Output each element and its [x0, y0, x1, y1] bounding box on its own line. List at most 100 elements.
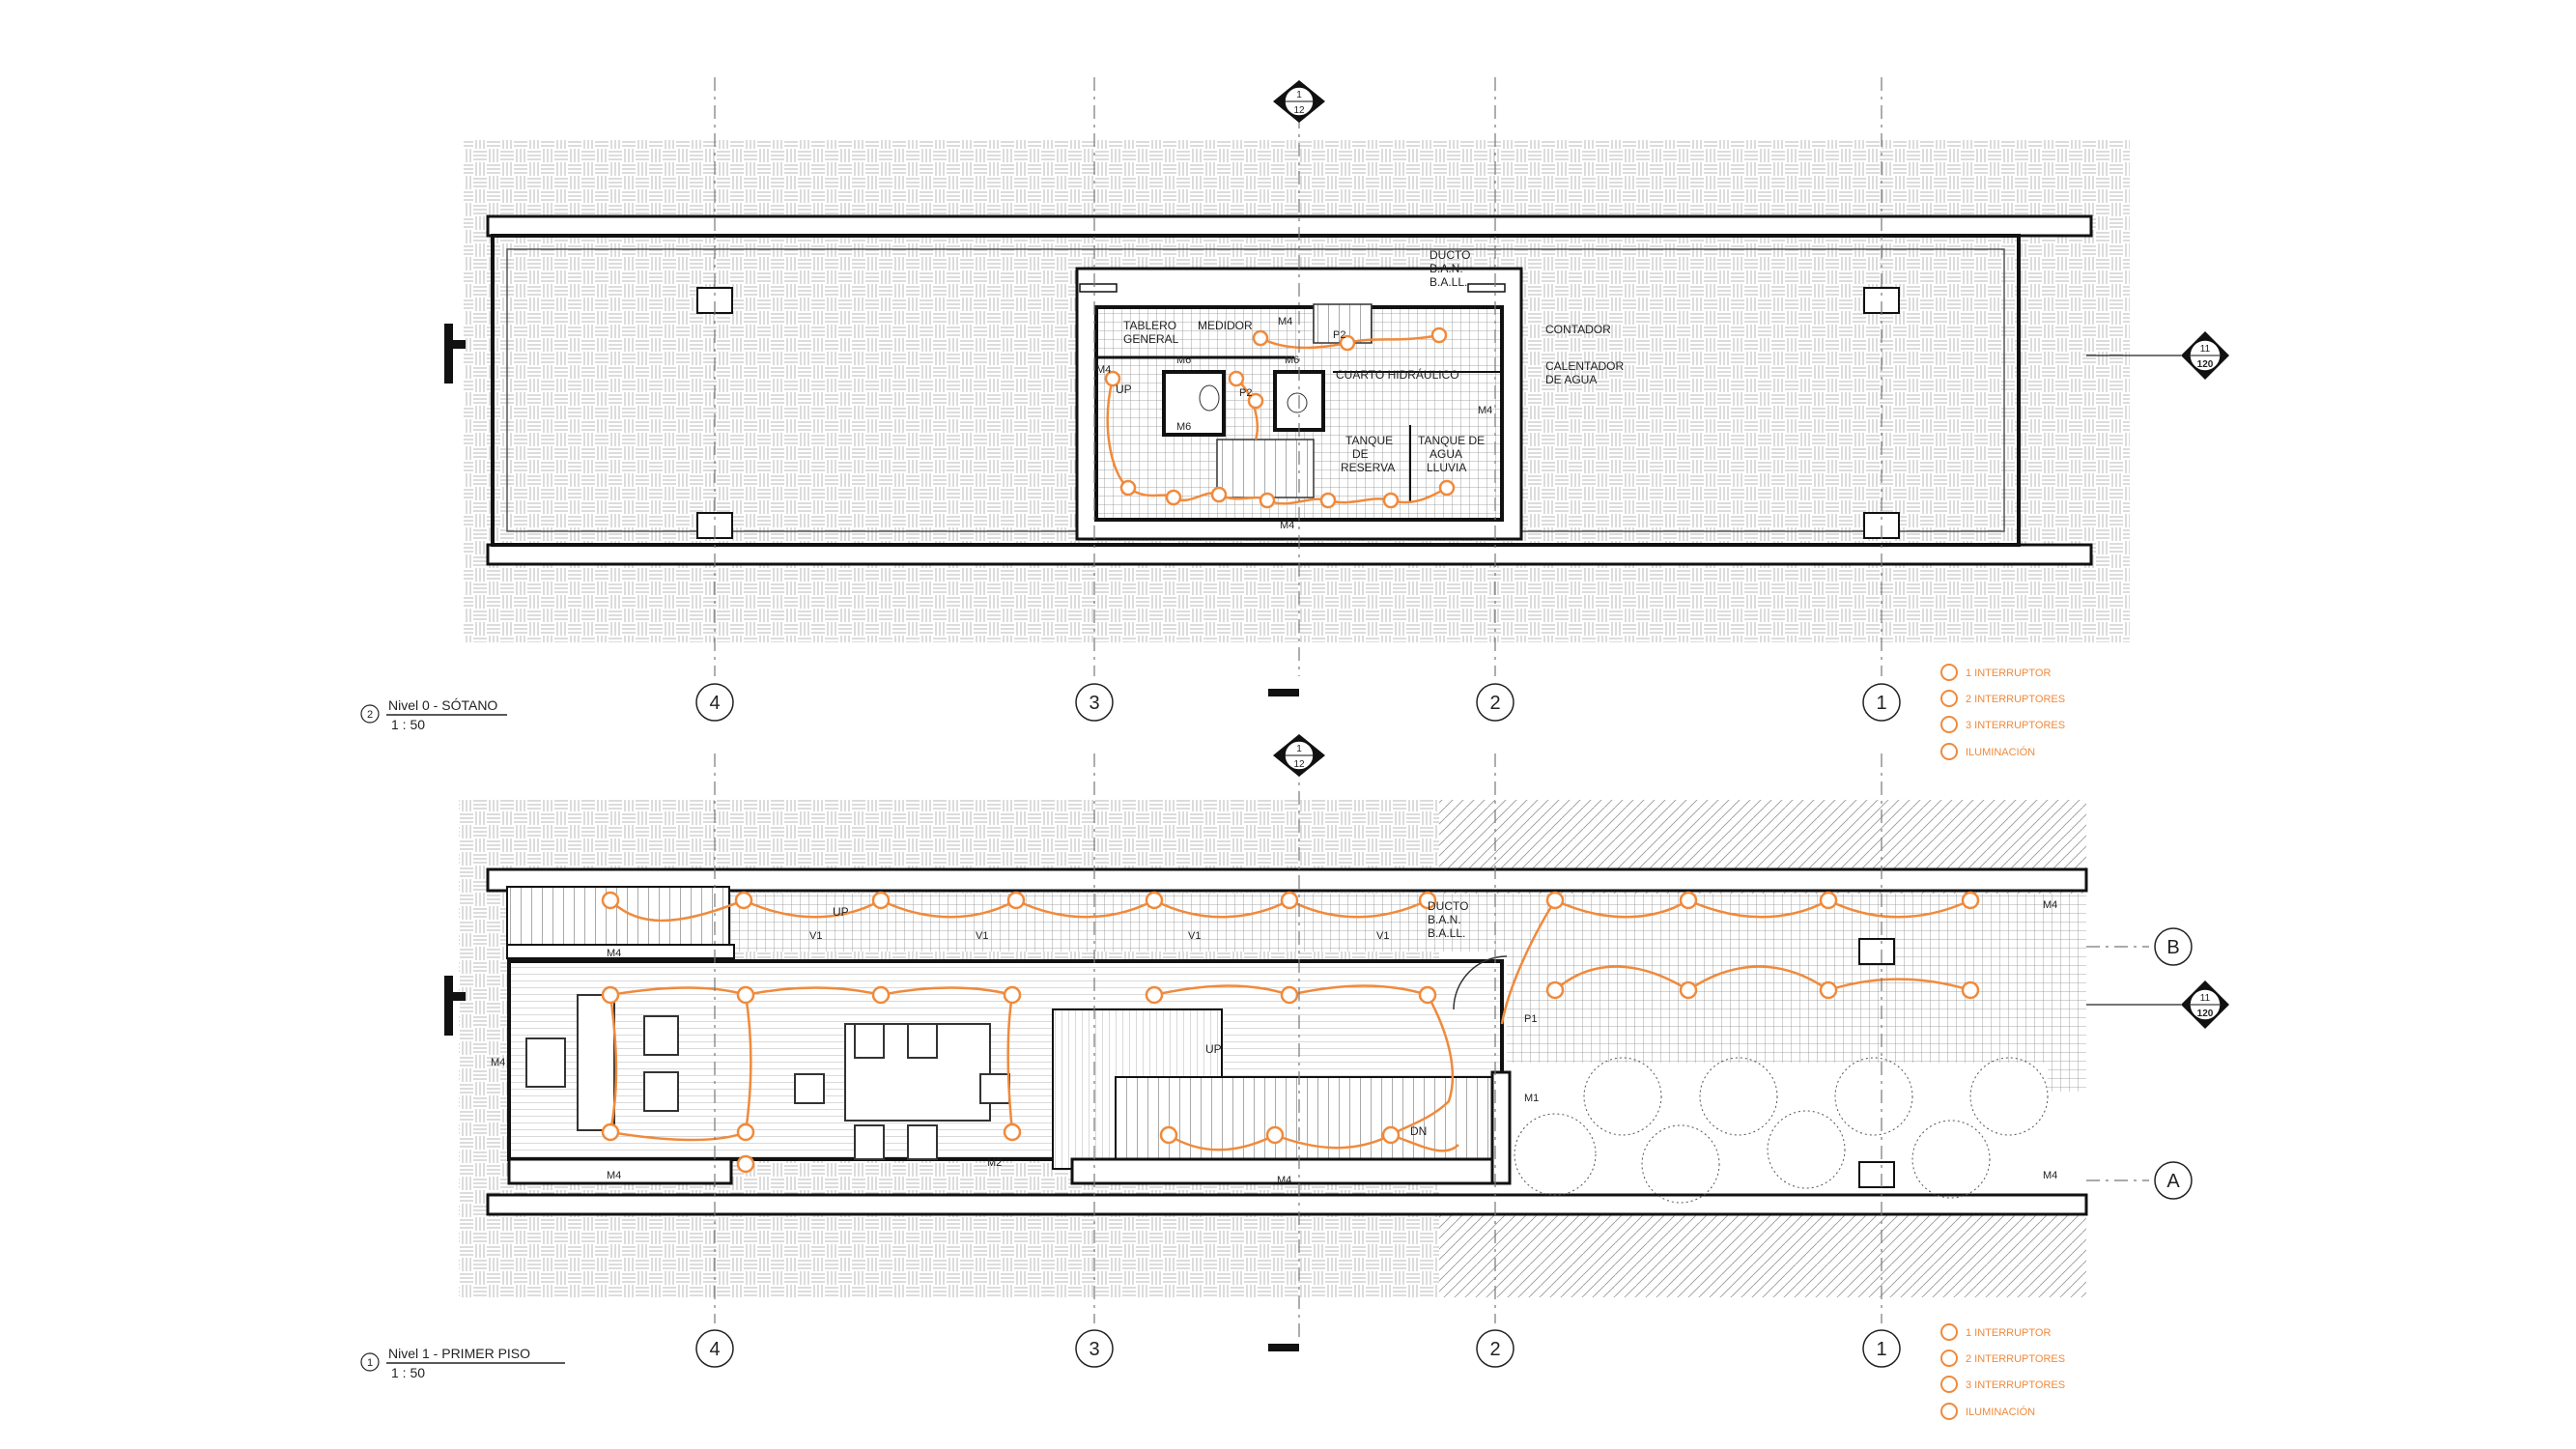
- plan-primer-piso: DUCTO B.A.N. B.A.LL. UP UP DN M4 M4 M4 M…: [459, 800, 2088, 1297]
- grid-label: 4: [709, 1339, 720, 1360]
- tag-label: V1: [1188, 930, 1201, 942]
- ducto-label: DUCTO: [1428, 899, 1468, 913]
- svg-text:11: 11: [2200, 993, 2211, 1004]
- grid-label: 2: [1489, 693, 1500, 714]
- tag-label: M4: [1096, 364, 1111, 376]
- grid-label: 2: [1489, 1339, 1500, 1360]
- tag-label: M6: [1285, 355, 1299, 366]
- legend-item: ILUMINACIÓN: [1966, 746, 2035, 758]
- tag-label: M4: [1280, 520, 1294, 531]
- tag-label: M4: [2043, 1170, 2057, 1181]
- svg-text:1: 1: [1296, 744, 1302, 754]
- svg-text:12: 12: [1293, 759, 1305, 770]
- legend-item: 1 INTERRUPTOR: [1966, 1327, 2051, 1339]
- calentador-label: CALENTADOR: [1545, 359, 1624, 373]
- up-label: UP: [1205, 1042, 1222, 1056]
- tag-label: P1: [1524, 1013, 1537, 1025]
- tag-label: M2: [987, 1157, 1002, 1169]
- legend-item: 1 INTERRUPTOR: [1966, 668, 2051, 679]
- column: [1858, 1161, 1895, 1188]
- toilet-symbol: [1199, 384, 1220, 412]
- svg-text:1: 1: [1296, 90, 1302, 100]
- tag-label: M4: [1478, 405, 1492, 416]
- grid-label: 1: [1876, 1339, 1886, 1360]
- svg-text:1 : 50: 1 : 50: [391, 717, 425, 732]
- tag-label: V1: [809, 930, 822, 942]
- tanque-reserva-label: TANQUE: [1345, 434, 1393, 447]
- contador-label: CONTADOR: [1545, 323, 1611, 336]
- tag-label: M4: [1278, 316, 1292, 327]
- svg-text:1: 1: [367, 1357, 373, 1369]
- legend-sotano: 1 INTERRUPTOR 2 INTERRUPTORES 3 INTERRUP…: [1940, 664, 2065, 760]
- gridlines: [714, 77, 2149, 1343]
- tanque-lluvia-label: TANQUE DE: [1418, 434, 1485, 447]
- tag-label: M4: [1277, 1175, 1291, 1186]
- tablero-label: GENERAL: [1123, 332, 1179, 346]
- cuarto-hidraulico-label: CUARTO HIDRÁULICO: [1336, 367, 1459, 382]
- stair-sotano: [1216, 439, 1315, 498]
- legend-item: 3 INTERRUPTORES: [1966, 720, 2065, 731]
- stair-top-landing: [506, 944, 735, 959]
- tag-label: M1: [1524, 1093, 1539, 1104]
- row-label: A: [2166, 1171, 2180, 1192]
- garden-trees: [1514, 1057, 2049, 1204]
- ducto-label: B.A.LL.: [1428, 926, 1465, 940]
- svg-text:2: 2: [367, 709, 373, 721]
- calentador-label: DE AGUA: [1545, 373, 1597, 386]
- tag-label: M6: [1176, 421, 1191, 433]
- tag-label: M6: [1176, 355, 1191, 366]
- core-wall-right: [1490, 1070, 1512, 1185]
- tag-label: P2: [1239, 387, 1252, 399]
- outer-wall-bottom: [486, 543, 2093, 566]
- legend-primer-piso: 1 INTERRUPTOR 2 INTERRUPTORES 3 INTERRUP…: [1940, 1323, 2065, 1420]
- duct-bar: [1079, 283, 1118, 293]
- building-outline: [491, 234, 2021, 547]
- svg-text:11: 11: [2200, 344, 2211, 355]
- living-floor: [507, 959, 1504, 1161]
- svg-text:120: 120: [2197, 359, 2214, 370]
- up-label: UP: [1116, 383, 1132, 396]
- tanque-lluvia-label: LLUVIA: [1427, 461, 1466, 474]
- grid-bubbles-top: [695, 683, 1901, 722]
- view-title-primer-piso: 1 Nivel 1 - PRIMER PISO 1 : 50: [360, 1346, 565, 1380]
- light-fixtures-primer-piso: [601, 891, 1980, 1174]
- outer-wall-bottom: [486, 1193, 2088, 1216]
- up-label: UP: [833, 905, 849, 919]
- row-label: B: [2166, 937, 2179, 958]
- wall-bottom-left: [507, 1157, 733, 1185]
- garden-area: [1507, 1063, 2048, 1193]
- tag-label: M4: [607, 948, 621, 959]
- cut-ticks: [444, 324, 1299, 1351]
- legend-item: 2 INTERRUPTORES: [1966, 694, 2065, 705]
- grid-label: 3: [1089, 1339, 1099, 1360]
- svg-text:12: 12: [1293, 105, 1305, 116]
- tag-label: P2: [1333, 329, 1345, 341]
- stair-sotano-2: [1313, 303, 1373, 344]
- door-swing: [1453, 955, 1508, 1010]
- tanque-lluvia-label: AGUA: [1430, 447, 1462, 461]
- light-fixtures-sotano: [1104, 327, 1456, 509]
- medidor-label: MEDIDOR: [1198, 319, 1253, 332]
- ducto-label: B.A.LL.: [1430, 275, 1467, 289]
- grid-bubbles-bottom: [695, 927, 2193, 1368]
- legend-item: 3 INTERRUPTORES: [1966, 1379, 2065, 1391]
- svg-text:Nivel 1 - PRIMER PISO: Nivel 1 - PRIMER PISO: [388, 1346, 530, 1361]
- legend-item: 2 INTERRUPTORES: [1966, 1353, 2065, 1365]
- legend-item: ILUMINACIÓN: [1966, 1406, 2035, 1418]
- ducto-label: B.A.N.: [1430, 262, 1463, 275]
- outer-wall-top: [486, 214, 2093, 238]
- view-title-sotano: 2 Nivel 0 - SÓTANO 1 : 50: [360, 697, 507, 732]
- plan-sotano: DUCTO B.A.N. B.A.LL. TABLERO GENERAL MED…: [464, 140, 2130, 642]
- ducto-label: DUCTO: [1430, 248, 1470, 262]
- svg-text:1 : 50: 1 : 50: [391, 1365, 425, 1380]
- svg-text:Nivel 0 - SÓTANO: Nivel 0 - SÓTANO: [388, 697, 497, 713]
- stair-flight: [1115, 1076, 1498, 1160]
- furniture: [525, 994, 1010, 1160]
- tag-label: M4: [607, 1170, 621, 1181]
- section-marker: 1 12: [1273, 734, 1325, 777]
- svg-text:120: 120: [2197, 1009, 2214, 1019]
- elevation-marker: 11 120: [2086, 980, 2229, 1029]
- tag-label: V1: [976, 930, 988, 942]
- section-marker: 1 12: [1273, 80, 1325, 123]
